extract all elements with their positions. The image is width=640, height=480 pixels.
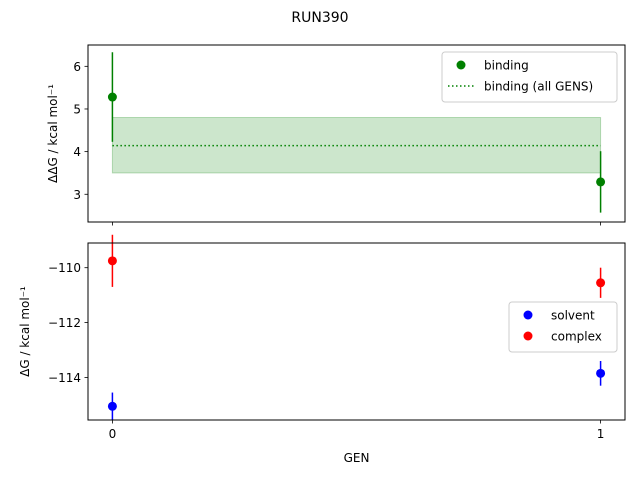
- y-tick-label: 6: [73, 60, 81, 74]
- y-tick-label: −114: [48, 371, 81, 385]
- data-point: [596, 278, 606, 288]
- figure-title: RUN390: [291, 10, 348, 26]
- legend-marker: [523, 331, 533, 341]
- legend: binding binding (all GENS): [441, 51, 618, 103]
- y-tick-label: −110: [48, 261, 81, 275]
- data-point: [596, 368, 606, 378]
- data-point: [596, 177, 606, 187]
- legend-label: solvent: [551, 309, 595, 323]
- legend-box: [508, 301, 618, 353]
- legend-box: [441, 51, 618, 103]
- legend-marker: [523, 310, 533, 320]
- y-axis-label: ΔG / kcal mol⁻¹: [18, 286, 32, 377]
- y-tick-label: −112: [48, 316, 81, 330]
- data-point: [107, 92, 117, 102]
- axes-frame: [87, 242, 626, 421]
- legend-marker: [456, 60, 466, 70]
- legend-label: binding (all GENS): [484, 80, 593, 94]
- legend-label: complex: [551, 330, 602, 344]
- axes-frame: [87, 44, 626, 223]
- legend-label: binding: [484, 59, 529, 73]
- legend: solvent complex: [508, 301, 618, 353]
- y-tick-label: 5: [73, 102, 81, 116]
- y-tick-label: 4: [73, 145, 81, 159]
- x-tick-label: 0: [109, 427, 117, 441]
- data-point: [107, 256, 117, 266]
- data-point: [107, 401, 117, 411]
- y-tick-label: 3: [73, 188, 81, 202]
- x-tick-label: 1: [597, 427, 605, 441]
- bottom-panel-free-energies: −114 −112 −110 0 1 ΔG / kcal mol⁻¹ GEN solvent c…: [18, 234, 626, 465]
- y-axis-label: ΔΔG / kcal mol⁻¹: [46, 84, 60, 183]
- x-axis-label: GEN: [344, 451, 370, 465]
